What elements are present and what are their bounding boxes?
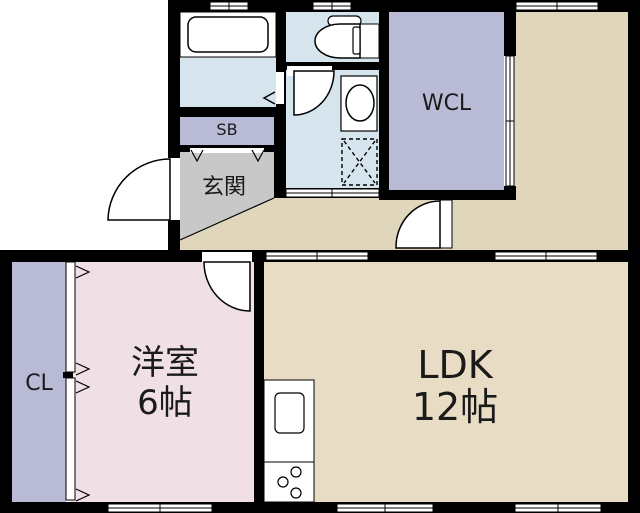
bedroom-door bbox=[202, 252, 252, 312]
closet-area bbox=[12, 262, 66, 502]
window-bath bbox=[209, 1, 249, 11]
ldk-name: LDK bbox=[417, 343, 493, 387]
window-ldk-bottom-right bbox=[514, 503, 602, 513]
bedroom-name: 洋室 bbox=[131, 343, 199, 383]
closet-label: CL bbox=[25, 371, 53, 396]
ldk-area bbox=[264, 262, 628, 502]
room-fills bbox=[12, 12, 628, 502]
window-washroom-bottom bbox=[285, 188, 380, 198]
sb-label: SB bbox=[216, 120, 238, 139]
washbasin-icon bbox=[340, 75, 378, 132]
bath-door bbox=[262, 72, 284, 105]
fixtures bbox=[179, 11, 380, 503]
wcl-label: WCL bbox=[421, 91, 472, 116]
washroom-door bbox=[287, 66, 335, 116]
windows bbox=[107, 1, 602, 513]
hall-door bbox=[395, 199, 453, 249]
front-door bbox=[107, 158, 180, 221]
window-bedroom-bottom bbox=[107, 503, 213, 513]
window-ldk-bottom-left bbox=[336, 503, 434, 513]
kitchen-counter bbox=[263, 379, 315, 503]
kitchen-sink-icon bbox=[274, 392, 305, 434]
window-wcl-side bbox=[505, 55, 515, 187]
closet-doors bbox=[65, 261, 91, 502]
bathtub-icon bbox=[179, 11, 277, 58]
window-ldk-top-left bbox=[265, 251, 369, 261]
stove-icon bbox=[277, 466, 302, 499]
ldk-size: 12帖 bbox=[411, 385, 499, 429]
window-hall-top bbox=[515, 1, 599, 11]
wcl-area bbox=[389, 12, 504, 190]
entrance-label: 玄関 bbox=[201, 175, 246, 200]
window-toilet bbox=[312, 1, 352, 11]
window-ldk-top-right bbox=[494, 251, 598, 261]
bedroom-size: 6帖 bbox=[137, 383, 193, 423]
washing-machine-space-icon bbox=[341, 138, 378, 186]
sb-area bbox=[180, 117, 274, 148]
doors bbox=[65, 66, 453, 502]
sb-door-markers bbox=[190, 148, 265, 163]
toilet-icon bbox=[314, 15, 380, 59]
